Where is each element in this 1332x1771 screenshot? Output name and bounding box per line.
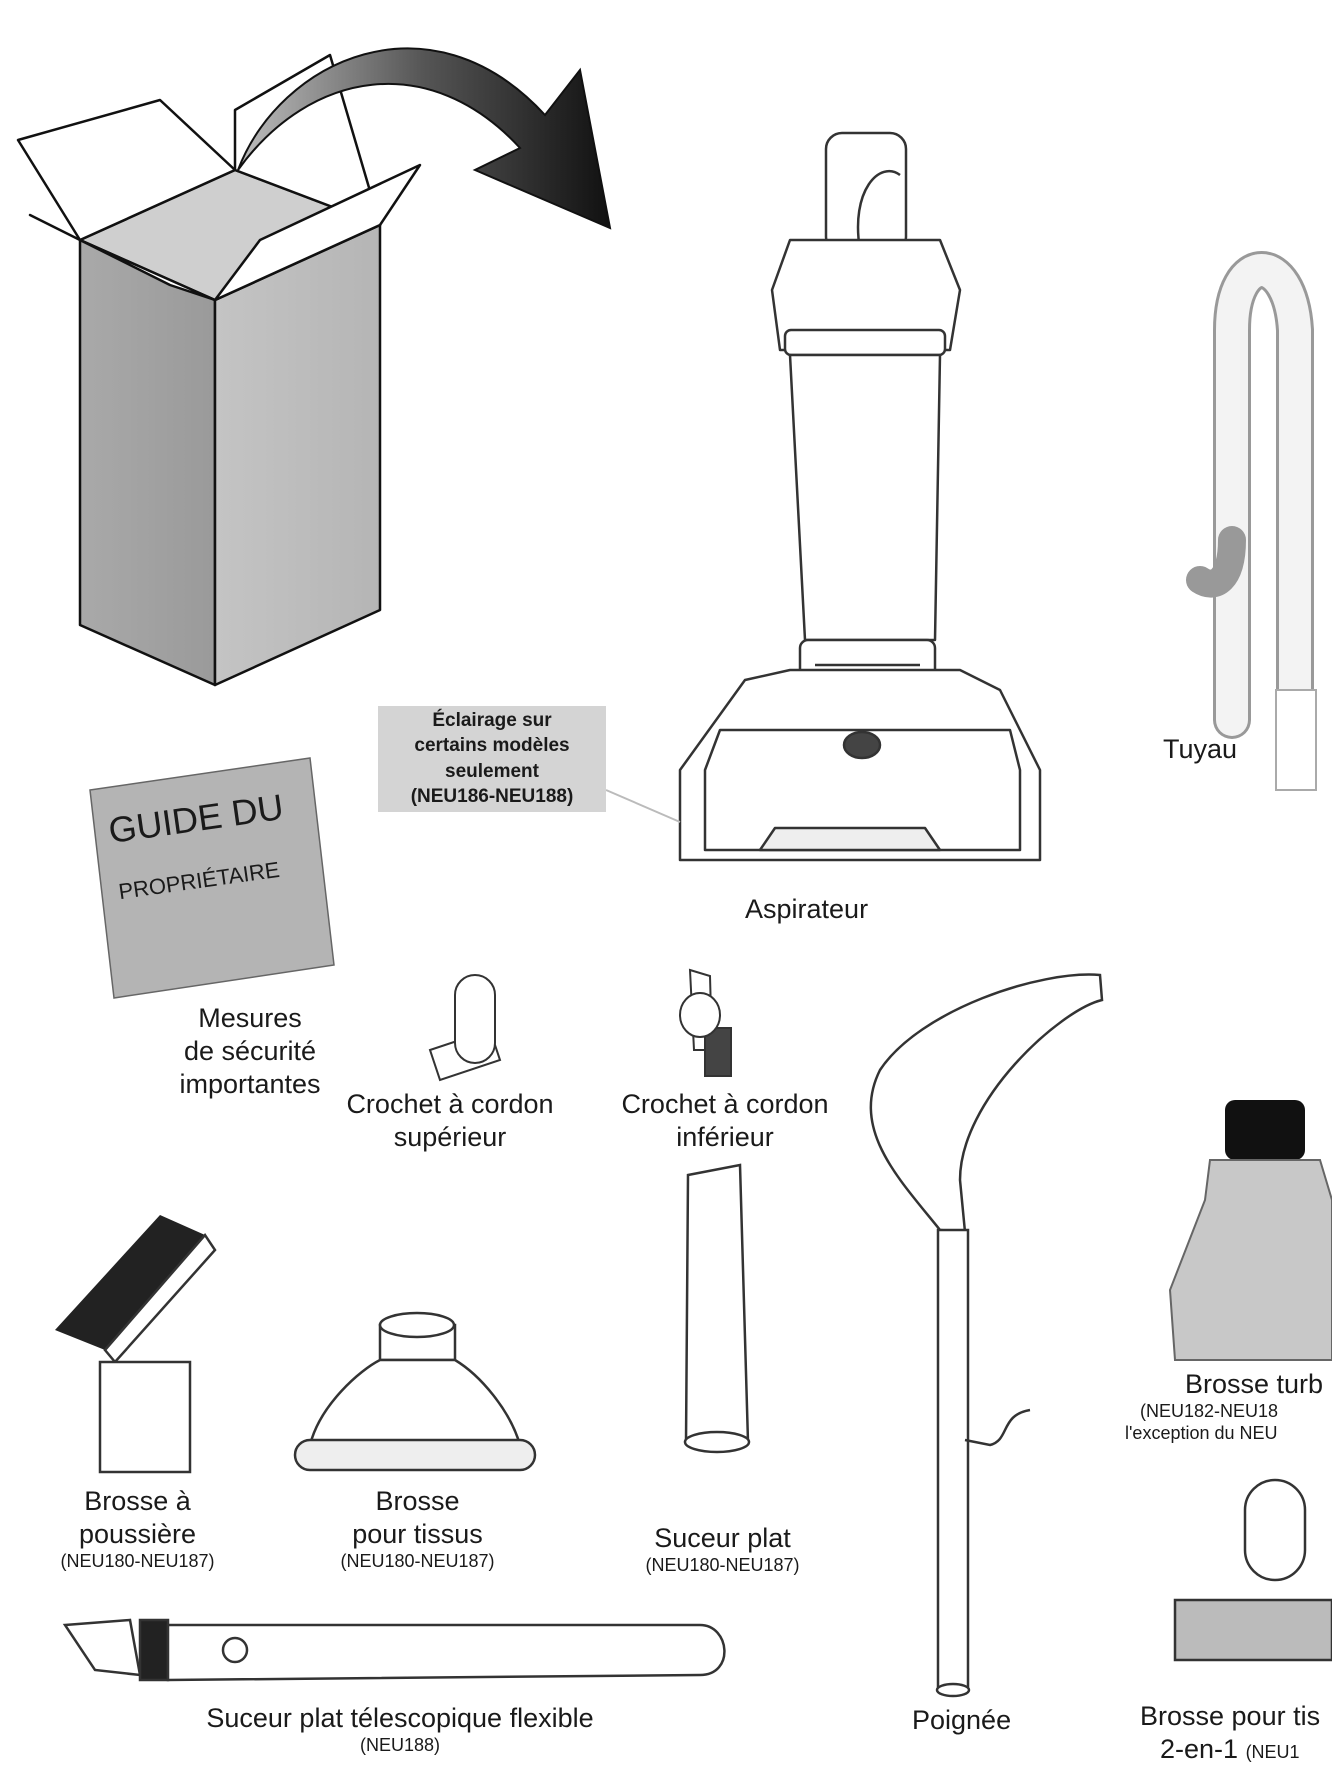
lighting-callout: Éclairage sur certains modèles seulement… [378,706,606,812]
label-lower-hook-line-2: inférieur [676,1121,774,1152]
manual-illustration [89,757,335,999]
label-flex-crevice: Suceur plat télescopique flexible (NEU18… [150,1702,650,1757]
callout-line-1: Éclairage sur [432,710,552,731]
label-safety: Mesures de sécurité importantes [150,1002,350,1101]
label-two-in-one-model: (NEU1 [1245,1741,1300,1762]
box-illustration [16,53,422,687]
label-handle: Poignée [912,1705,1012,1735]
turbo-brush-illustration [1168,1100,1332,1361]
label-two-in-one-line-2: 2-en-1 [1160,1733,1239,1764]
handle-illustration [869,973,1104,1698]
label-turbo-line-2: (NEU182-NEU18 [1140,1400,1279,1421]
label-upper-hook-line-2: supérieur [393,1121,507,1152]
upper-hook-illustration [428,974,502,1082]
callout-line-3: seulement [445,760,539,782]
label-safety-line-2: de sécurité [183,1035,317,1066]
two-in-one-tool-illustration [1173,1478,1332,1662]
label-two-in-one: Brosse pour tis 2-en-1 (NEU1 [1140,1700,1332,1766]
label-dust-brush: Brosse à poussière (NEU180-NEU187) [30,1485,245,1573]
crevice-tool-illustration [683,1163,751,1454]
callout-line-4: (NEU186-NEU188) [410,785,574,807]
label-dust-brush-line-2: poussière [78,1518,197,1549]
label-turbo-brush: Brosse turb (NEU182-NEU18 l'exception du… [1125,1368,1332,1445]
label-dust-brush-model: (NEU180-NEU187) [60,1550,215,1571]
label-turbo-line-3: l'exception du NEU [1125,1422,1278,1443]
label-hose: Tuyau [1163,734,1238,764]
label-upholstery-line-1: Brosse [375,1486,460,1516]
dust-brush-illustration [55,1215,217,1474]
label-flex-crevice-model: (NEU188) [359,1734,441,1755]
callout-line-2: certains modèles [414,735,570,757]
unbox-arrow [237,47,612,230]
label-flex-crevice-line-1: Suceur plat télescopique flexible [206,1703,594,1733]
lower-hook-illustration [679,968,732,1077]
label-vacuum: Aspirateur [745,894,869,924]
label-upholstery-model: (NEU180-NEU187) [340,1550,495,1571]
label-two-in-one-line-1: Brosse pour tis [1140,1701,1321,1731]
label-turbo-line-1: Brosse turb [1185,1369,1324,1399]
upholstery-tool-illustration [293,1311,537,1472]
label-crevice-model: (NEU180-NEU187) [645,1554,800,1575]
label-crevice-tool: Suceur plat (NEU180-NEU187) [615,1522,830,1577]
label-dust-brush-line-1: Brosse à [84,1486,191,1516]
flex-crevice-illustration [62,1618,726,1682]
label-upholstery-line-2: pour tissus [352,1518,483,1549]
label-upper-hook-line-1: Crochet à cordon [346,1089,554,1119]
label-crevice-line-1: Suceur plat [654,1523,791,1553]
label-safety-line-1: Mesures [198,1003,302,1033]
label-upholstery-tool: Brosse pour tissus (NEU180-NEU187) [310,1485,525,1573]
vacuum-illustration [678,131,1042,862]
label-safety-line-3: importantes [179,1068,321,1099]
callout-leader [605,789,681,823]
hose-illustration [1186,251,1317,791]
label-upper-hook: Crochet à cordon supérieur [330,1088,570,1154]
label-lower-hook: Crochet à cordon inférieur [605,1088,845,1154]
label-lower-hook-line-1: Crochet à cordon [621,1089,829,1119]
